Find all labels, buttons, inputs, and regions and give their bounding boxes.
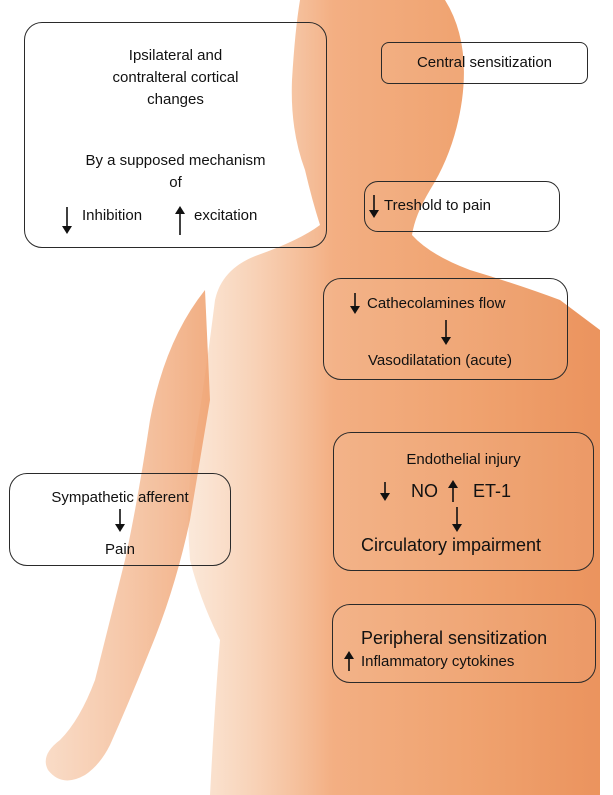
pain-label: Pain: [9, 541, 231, 559]
cortical-line-3: changes: [24, 91, 327, 109]
inhibition-label: Inhibition: [82, 207, 142, 225]
down-arrow-icon: [114, 509, 126, 533]
catecholamines-flow-label: Cathecolamines flow: [367, 295, 505, 313]
down-arrow-icon: [349, 293, 361, 315]
threshold-label: Treshold to pain: [384, 197, 491, 215]
down-arrow-icon: [379, 482, 391, 502]
cortical-line-1: Ipsilateral and: [24, 47, 327, 65]
up-arrow-icon: [174, 205, 186, 235]
excitation-label: excitation: [194, 207, 257, 225]
vasodilatation-label: Vasodilatation (acute): [368, 352, 512, 370]
sympathetic-afferent-label: Sympathetic afferent: [9, 489, 231, 507]
cortical-line-5: of: [24, 174, 327, 192]
up-arrow-icon: [447, 480, 459, 502]
peripheral-title: Peripheral sensitization: [361, 627, 547, 649]
up-arrow-icon: [343, 651, 355, 671]
down-arrow-icon: [368, 195, 380, 219]
cortical-line-2: contralteral cortical: [24, 69, 327, 87]
down-arrow-icon: [451, 507, 463, 533]
down-arrow-icon: [61, 207, 73, 235]
circulatory-impairment-label: Circulatory impairment: [361, 534, 541, 556]
down-arrow-icon: [440, 320, 452, 346]
no-label: NO: [411, 480, 438, 502]
endothelial-title: Endothelial injury: [333, 451, 594, 469]
inflammatory-cytokines-label: Inflammatory cytokines: [361, 653, 514, 671]
cortical-line-4: By a supposed mechanism: [24, 152, 327, 170]
et1-label: ET-1: [473, 480, 511, 502]
central-sensitization-label: Central sensitization: [381, 54, 588, 72]
